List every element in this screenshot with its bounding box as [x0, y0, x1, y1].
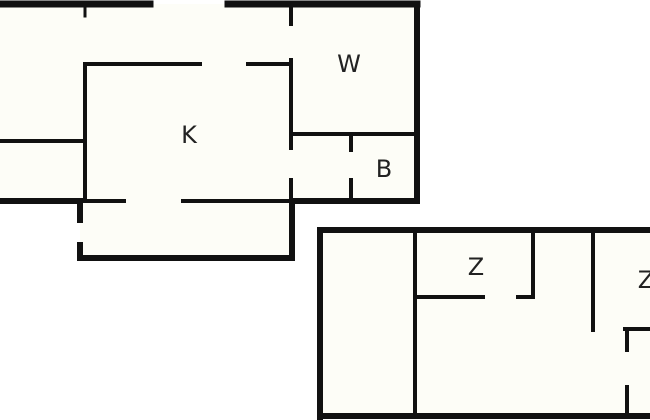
- lower-unit-floor: [320, 230, 650, 416]
- room-label-k: K: [181, 121, 198, 149]
- room-label-z1: Z: [468, 253, 484, 281]
- room-label-z2: Z: [638, 266, 650, 294]
- lower-unit-walls: [317, 227, 650, 420]
- room-label-w: W: [337, 50, 361, 78]
- upper-unit-walls: [0, 0, 421, 261]
- room-label-b: B: [376, 155, 392, 183]
- upper-unit-floor: [0, 4, 415, 257]
